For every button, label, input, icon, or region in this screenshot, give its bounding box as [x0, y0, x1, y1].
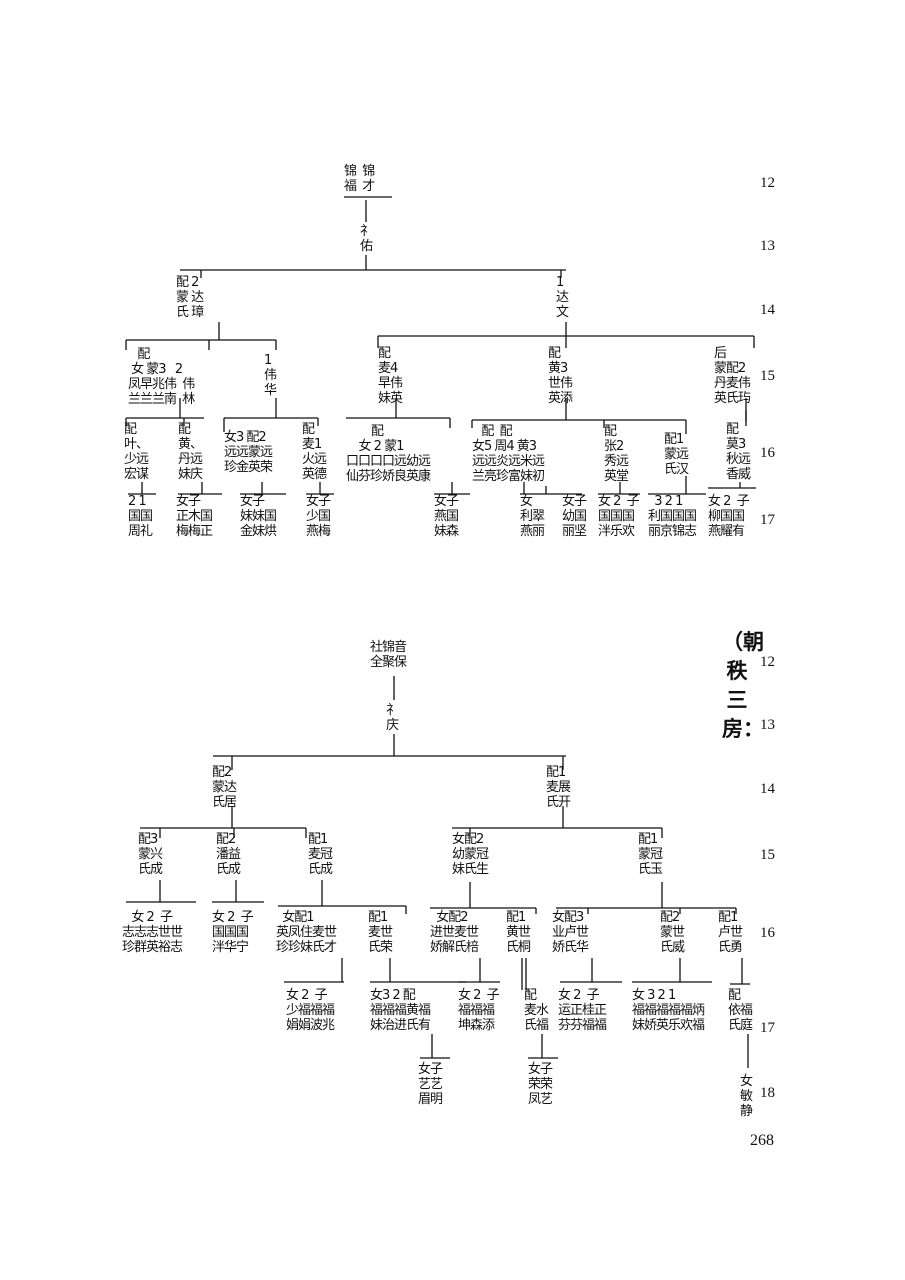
tree-node: 礻 佑: [360, 224, 373, 254]
generation-label: 13: [760, 717, 775, 733]
tree-node: 女 利翠 燕丽: [520, 494, 545, 539]
tree-node: 配 女 蒙3 2 凤早兆伟 伟 兰兰兰南 林: [128, 347, 195, 407]
tree-node: 配 女 2 蒙1 口口口口远幼远 仙芬珍娇良英康: [346, 424, 431, 484]
tree-node: 配2 蒙世 氏威: [660, 910, 685, 955]
generation-label: 15: [760, 368, 775, 384]
tree-node: 配 配 女5 周4 黄3 远远炎远米远 兰亮珍富妹初: [472, 424, 545, 484]
generation-label: 12: [760, 175, 775, 191]
tree-node: 女 敏 静: [740, 1074, 753, 1119]
tree-node: 配 黄、 丹远 妹庆: [178, 422, 203, 482]
tree-node: 配1 蒙冠 氏玉: [638, 832, 663, 877]
tree-node: 女 2 子 柳国国 燕耀有: [708, 494, 750, 539]
generation-label: 16: [760, 445, 775, 461]
tree-node: 女 2 子 少福福福 娟娟波兆: [286, 988, 335, 1033]
tree-node: 女配2 进世麦世 娇解氏棓: [430, 910, 479, 955]
tree-node: 女 2 子 国国国 泮华宁: [212, 910, 254, 955]
tree-node: 2 1 国国 周礼: [128, 494, 153, 539]
tree-node: 配 麦1 火远 英德: [302, 422, 327, 482]
tree-node: 女 2 子 福福福 坤森添: [458, 988, 500, 1033]
tree-node: 女子 荣荣 凤艺: [528, 1062, 553, 1107]
generation-label: 17: [760, 512, 775, 528]
tree-node: 配2 蒙达 氏居: [212, 765, 237, 810]
generation-label: 14: [760, 781, 775, 797]
tree-node: 女3 2 配 福福福黄福 妹治进氏有: [370, 988, 431, 1033]
tree-node: 配 2 蒙 达 氏 璋: [176, 275, 204, 320]
tree-node: 1 伟 华: [264, 353, 277, 398]
tree-node: 后 蒙配2 丹麦伟 英氏玙: [714, 346, 751, 406]
tree-node: 配1 黄世 氏桐: [506, 910, 531, 955]
generation-label: 18: [760, 1085, 775, 1101]
tree-node: 女 3 2 1 福福福福福炳 妹娇英乐欢福: [632, 988, 705, 1033]
generation-label: 14: [760, 302, 775, 318]
tree-node: 3 2 1 利国国国 丽京锦志: [648, 494, 697, 539]
tree-node: 配1 麦展 氏开: [546, 765, 571, 810]
tree-node: 礻 庆: [386, 703, 399, 733]
branch-title: （朝秩三房：: [722, 630, 764, 741]
tree-node: 社锦音 全聚保: [370, 640, 407, 670]
tree-node: 锦 锦 福 才: [344, 164, 375, 194]
tree-node: 女子 妹妹国 金妹烘: [240, 494, 277, 539]
tree-node: 配 张2 秀远 英堂: [604, 424, 629, 484]
tree-node: 配 麦水 氏福: [524, 988, 549, 1033]
generation-label: 17: [760, 1020, 775, 1036]
tree-node: 女子 燕国 妹森: [434, 494, 459, 539]
tree-node: 女配3 业卢世 娇氏华: [552, 910, 589, 955]
page-number: 268: [750, 1132, 774, 1149]
tree-node: 女3 配2 远远蒙远 珍金英荣: [224, 430, 273, 475]
tree-node: 女 2 子 运正桂正 芬芬福福: [558, 988, 607, 1033]
generation-label: 12: [760, 654, 775, 670]
tree-node: 配2 潘益 氏成: [216, 832, 241, 877]
tree-node: 配1 卢世 氏勇: [718, 910, 743, 955]
tree-node: 女 2 子 志志志世世 珍群英裕志: [122, 910, 183, 955]
tree-node: 女子 幼国 丽坚: [562, 494, 587, 539]
tree-node: 配3 蒙兴 氏成: [138, 832, 163, 877]
generation-label: 13: [760, 238, 775, 254]
tree-node: 配1 麦冠 氏成: [308, 832, 333, 877]
tree-node: 配 依福 氏庭: [728, 988, 753, 1033]
tree-node: 配1 麦世 氏荣: [368, 910, 393, 955]
tree-node: 配 叶、 少远 宏谋: [124, 422, 149, 482]
tree-node: 女配2 幼蒙冠 妹氏生: [452, 832, 489, 877]
generation-label: 15: [760, 847, 775, 863]
tree-node: 配 黄3 世伟 英添: [548, 346, 573, 406]
tree-node: 女子 少国 燕梅: [306, 494, 331, 539]
tree-node: 女子 正木国 梅梅正: [176, 494, 213, 539]
tree-node: 女子 艺艺 眉明: [418, 1062, 443, 1107]
tree-node: 女配1 英凤住麦世 珍珍妹氏才: [276, 910, 337, 955]
tree-node: 女 2 子 国国国 泮乐欢: [598, 494, 640, 539]
tree-node: 配 莫3 秋远 香威: [726, 422, 751, 482]
generation-label: 16: [760, 925, 775, 941]
tree-node: 配1 蒙远 氏汉: [664, 432, 689, 477]
tree-node: 1 达 文: [556, 275, 569, 320]
tree-node: 配 麦4 早伟 妹英: [378, 346, 403, 406]
